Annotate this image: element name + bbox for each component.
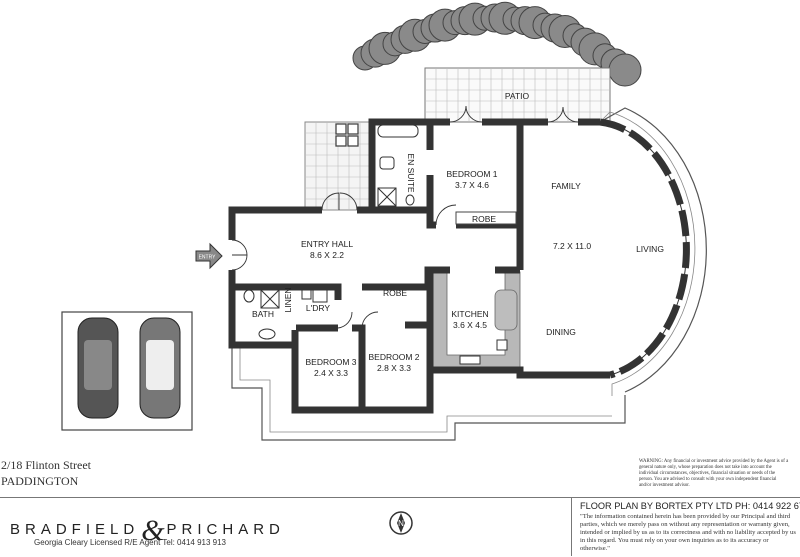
floor-plan: ENTRY PATIO EN SUITE BEDROOM 1 3.7 X 4.6…	[61, 1, 707, 441]
entry-arrow-icon: ENTRY	[195, 242, 223, 270]
agent-contact: Georgia Cleary Licensed R/E Agent Tel: 0…	[34, 538, 226, 547]
bedroom3-label: BEDROOM 3	[305, 357, 356, 367]
compass-icon: N	[389, 511, 413, 535]
family-label: FAMILY	[551, 181, 581, 191]
footer	[0, 497, 800, 557]
hedge-garden	[352, 1, 642, 87]
floorplan-credit: FLOOR PLAN BY BORTEX PTY LTD PH: 0414 92…	[580, 501, 800, 511]
warning-text: WARNING: Any financial or investment adv…	[639, 459, 789, 488]
linen-label: LINEN	[283, 287, 293, 312]
dining-label: DINING	[546, 327, 576, 337]
car-icon	[139, 317, 181, 419]
svg-text:N: N	[398, 519, 404, 528]
bedroom1-label: BEDROOM 1	[446, 169, 497, 179]
kitchen-size: 3.6 X 4.5	[453, 320, 487, 330]
patio-tiles	[425, 68, 610, 122]
living-label: LIVING	[636, 244, 664, 254]
disclaimer: "The information contained herein has be…	[580, 513, 796, 552]
terrace-outline	[231, 107, 707, 441]
laundry-label: L'DRY	[306, 303, 330, 313]
living-size: 7.2 X 11.0	[553, 241, 591, 251]
bedroom3-size: 2.4 X 3.3	[314, 368, 348, 378]
walls	[228, 118, 690, 414]
planters	[335, 123, 359, 147]
brand-right: PRICHARD	[166, 521, 285, 538]
car-icon	[77, 317, 119, 419]
en-suite-label: EN SUITE	[406, 153, 416, 193]
brand-ampersand: &	[141, 514, 165, 547]
brand-left: BRADFIELD	[10, 521, 140, 538]
entry-label: ENTRY	[199, 255, 217, 261]
robe1-label: ROBE	[472, 214, 496, 224]
shrub	[608, 53, 642, 87]
entry-hall-size: 8.6 X 2.2	[310, 250, 344, 260]
address-suburb: PADDINGTON	[1, 474, 79, 488]
bath-label: BATH	[252, 309, 274, 319]
fixtures	[243, 124, 508, 365]
entry-hall-label: ENTRY HALL	[301, 239, 353, 249]
robe2-label: ROBE	[383, 288, 407, 298]
floorplan-credit-box: FLOOR PLAN BY BORTEX PTY LTD PH: 0414 92…	[571, 497, 800, 556]
car-space	[61, 311, 193, 431]
bedroom2-size: 2.8 X 3.3	[377, 363, 411, 373]
doors	[231, 105, 579, 329]
address-street: 2/18 Flinton Street	[1, 458, 91, 472]
kitchen-label: KITCHEN	[451, 309, 488, 319]
patio-label: PATIO	[505, 91, 530, 101]
bedroom1-size: 3.7 X 4.6	[455, 180, 489, 190]
agency-logo: BRADFIELD&PRICHARD	[10, 508, 285, 547]
bedroom2-label: BEDROOM 2	[368, 352, 419, 362]
